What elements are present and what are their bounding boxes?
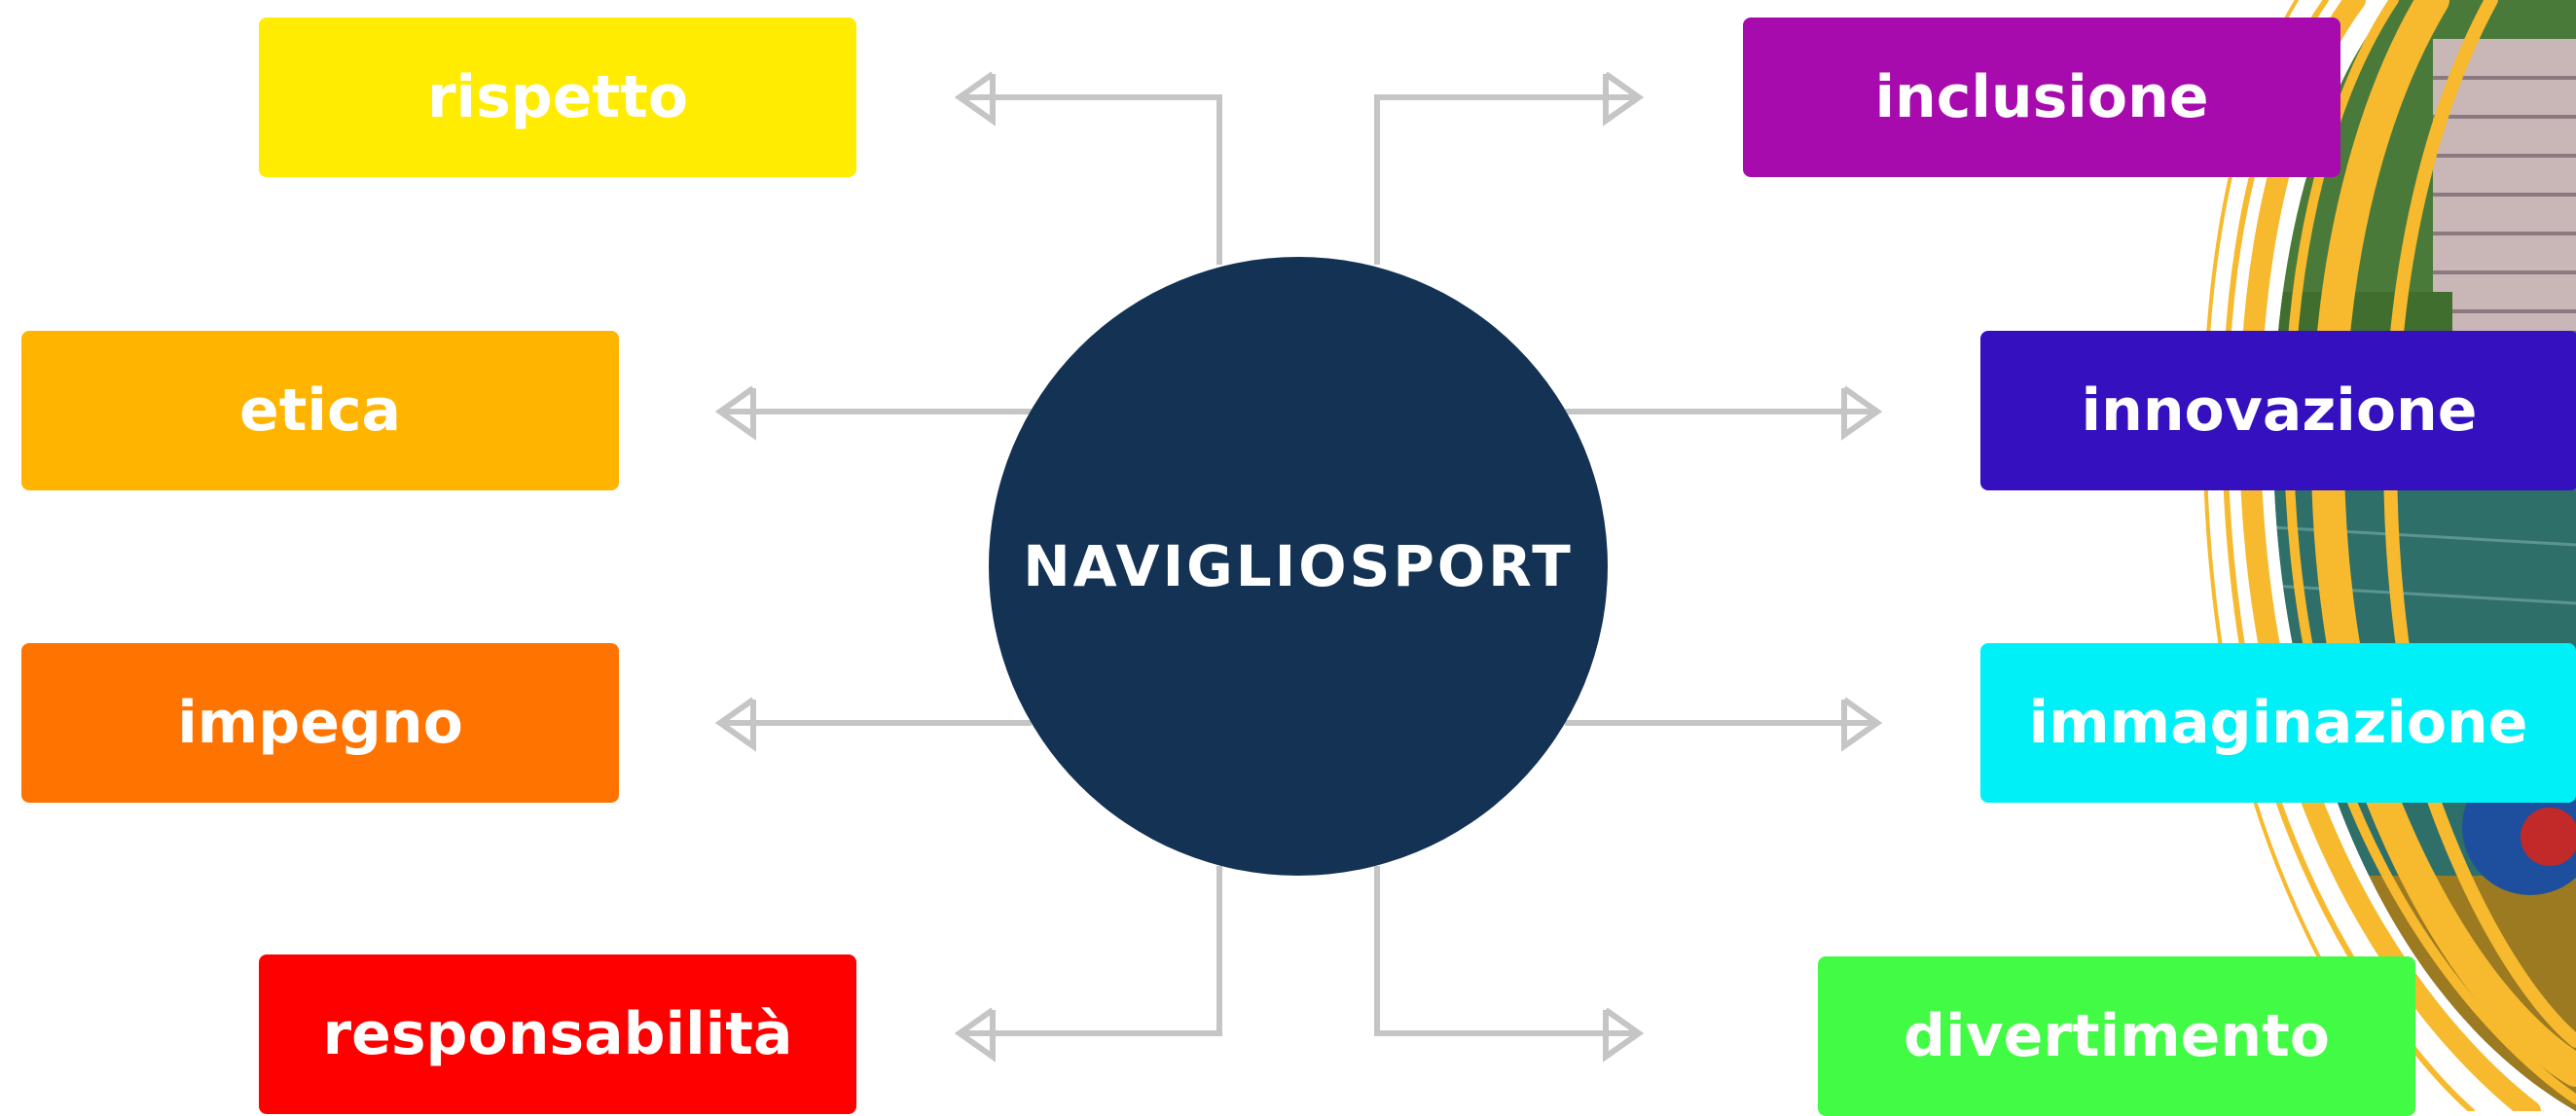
value-box-divertimento: divertimento: [1818, 956, 2415, 1116]
arrowhead-responsabilita: [954, 1007, 996, 1062]
value-box-inclusione: inclusione: [1743, 18, 2340, 177]
arrowhead-etica: [714, 385, 756, 441]
value-box-etica: etica: [21, 331, 619, 490]
value-label-etica: etica: [239, 377, 401, 445]
value-box-responsabilita: responsabilità: [259, 954, 856, 1114]
value-label-inclusione: inclusione: [1874, 63, 2209, 131]
arrowhead-inclusione: [1603, 71, 1645, 126]
value-box-impegno: impegno: [21, 643, 619, 803]
value-label-rispetto: rispetto: [426, 63, 689, 131]
arrowhead-rispetto: [954, 71, 996, 126]
connector-rispetto: [963, 94, 1222, 265]
value-label-impegno: impegno: [177, 689, 463, 757]
value-label-responsabilita: responsabilità: [322, 1000, 793, 1068]
value-label-immaginazione: immaginazione: [2028, 689, 2528, 757]
arrowhead-innovazione: [1841, 385, 1883, 441]
arrowhead-impegno: [714, 697, 756, 752]
connector-inclusione: [1374, 94, 1635, 265]
connector-divertimento: [1374, 866, 1635, 1036]
center-circle: NAVIGLIOSPORT: [989, 257, 1608, 876]
value-box-innovazione: innovazione: [1980, 331, 2576, 490]
value-label-divertimento: divertimento: [1904, 1002, 2330, 1070]
value-label-innovazione: innovazione: [2081, 377, 2478, 445]
center-label: NAVIGLIOSPORT: [1023, 533, 1574, 599]
arrowhead-immaginazione: [1841, 697, 1883, 752]
value-box-immaginazione: immaginazione: [1980, 643, 2576, 803]
value-box-rispetto: rispetto: [259, 18, 856, 177]
connector-responsabilita: [963, 866, 1222, 1036]
arrowhead-divertimento: [1603, 1007, 1645, 1062]
